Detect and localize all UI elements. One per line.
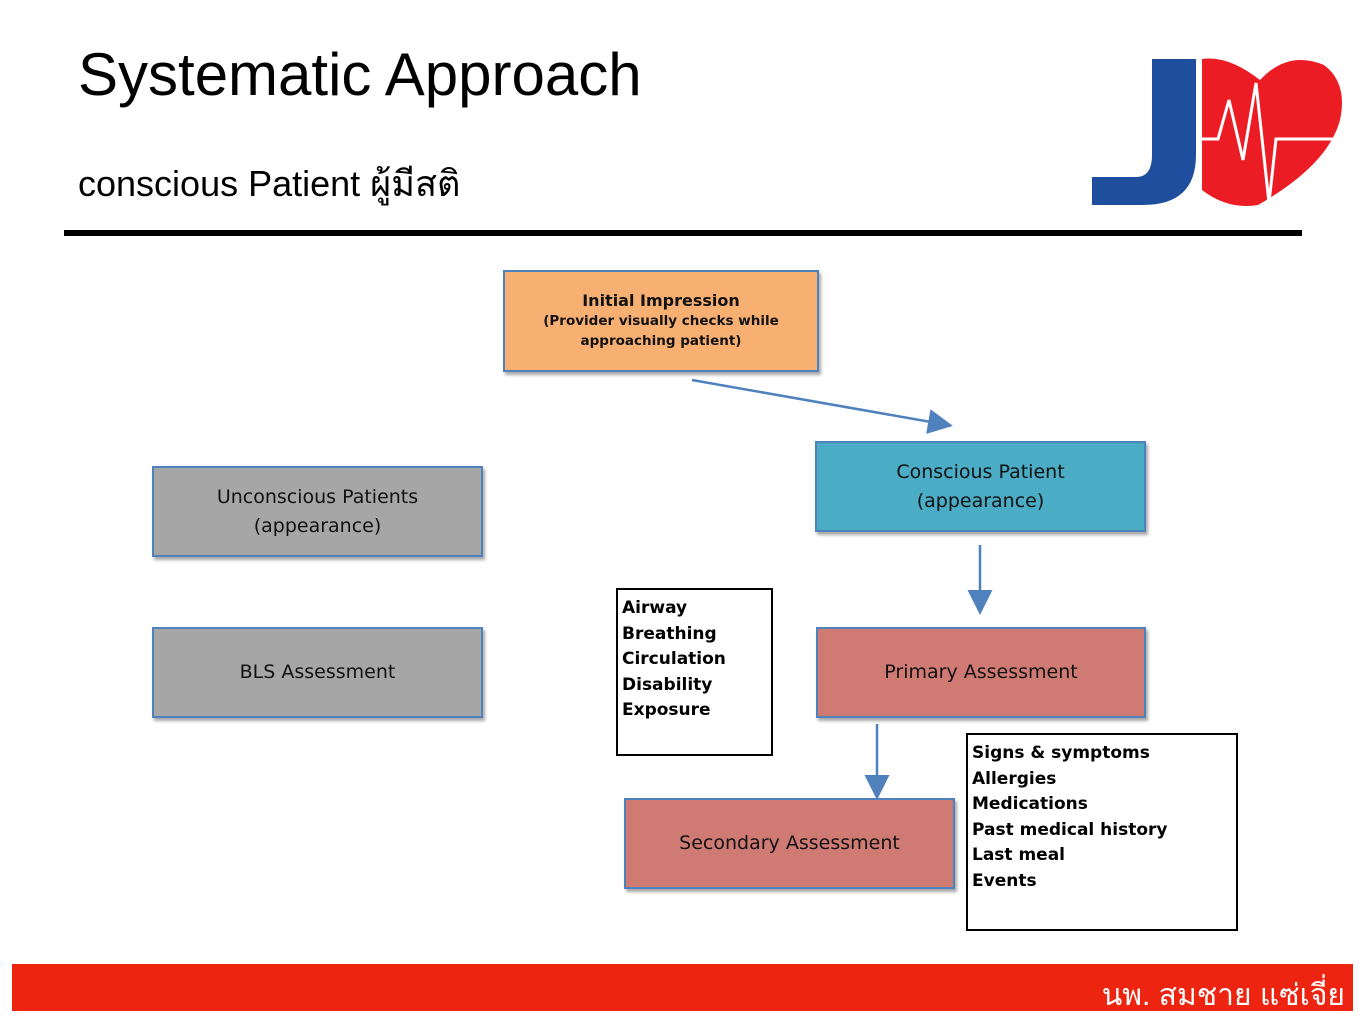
unconscious-line2: (appearance) xyxy=(253,514,382,537)
initial-impression-detail: (Provider visually checks while approach… xyxy=(543,313,779,349)
unconscious-patients-box: Unconscious Patients (appearance) xyxy=(152,466,483,557)
footer-bar xyxy=(12,964,1353,1011)
list-item: Disability xyxy=(622,674,713,695)
unconscious-line1: Unconscious Patients xyxy=(216,485,419,508)
conscious-line2: (appearance) xyxy=(916,489,1045,512)
initial-impression-title: Initial Impression xyxy=(582,291,740,310)
arrow-impression-to-conscious xyxy=(691,378,953,434)
conscious-patient-box: Conscious Patient (appearance) xyxy=(815,441,1146,532)
list-item: Exposure xyxy=(622,700,711,721)
conscious-line1: Conscious Patient xyxy=(896,460,1065,483)
primary-assessment-box: Primary Assessment xyxy=(816,627,1146,718)
bls-assessment-box: BLS Assessment xyxy=(152,627,483,718)
secondary-assessment-box: Secondary Assessment xyxy=(624,798,955,889)
title-divider xyxy=(64,230,1302,236)
initial-impression-box: Initial Impression (Provider visually ch… xyxy=(503,270,819,372)
slide-title: Systematic Approach xyxy=(78,41,642,108)
slide-subtitle: conscious Patient ผู้มีสติ xyxy=(78,163,461,204)
jd-heart-logo xyxy=(1092,58,1342,207)
abcde-list: Airway Breathing Circulation Disability … xyxy=(616,588,773,756)
footer-author: นพ. สมชาย แซ่เจี่ย xyxy=(1101,979,1345,1012)
list-item: Breathing xyxy=(622,623,717,644)
list-item: Medications xyxy=(972,794,1088,815)
list-item: Circulation xyxy=(622,649,726,670)
list-item: Past medical history xyxy=(972,819,1168,840)
sample-history-list: Signs & symptoms Allergies Medications P… xyxy=(966,733,1238,931)
list-item: Signs & symptoms xyxy=(972,743,1150,763)
list-item: Airway xyxy=(622,598,688,618)
list-item: Last meal xyxy=(972,845,1066,866)
list-item: Events xyxy=(972,870,1037,891)
list-item: Allergies xyxy=(972,768,1057,789)
